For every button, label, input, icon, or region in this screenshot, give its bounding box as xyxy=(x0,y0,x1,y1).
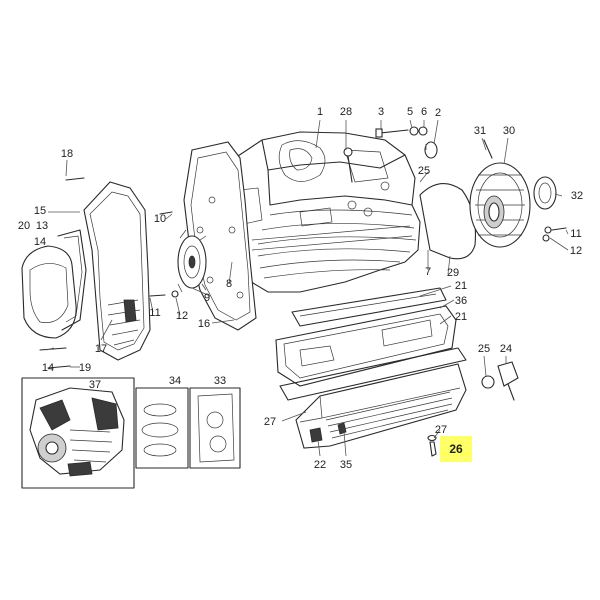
gasket-set xyxy=(189,387,241,469)
part-label-29: 29 xyxy=(446,267,460,279)
part-label-13: 13 xyxy=(35,220,49,232)
part-label-11-left: 11 xyxy=(149,307,161,319)
oil-sump-gasket-upper xyxy=(291,287,447,327)
part-label-8: 8 xyxy=(225,278,233,290)
part-label-35: 35 xyxy=(339,459,353,471)
bolt-hardware xyxy=(39,126,567,369)
part-label-28: 28 xyxy=(339,106,353,118)
part-label-7: 7 xyxy=(424,266,432,278)
part-label-17: 17 xyxy=(94,343,108,355)
part-label-21-lower: 21 xyxy=(454,311,468,323)
part-label-12-left: 12 xyxy=(175,310,189,322)
engine-inset xyxy=(21,377,135,489)
part-label-5: 5 xyxy=(406,106,414,118)
pressure-switch xyxy=(481,361,519,401)
leader-lines xyxy=(45,119,569,457)
part-label-3: 3 xyxy=(377,106,385,118)
part-label-27-left: 27 xyxy=(263,416,277,428)
part-label-32: 32 xyxy=(570,190,584,202)
part-label-14-bottom: 14 xyxy=(41,362,55,374)
part-label-26: 26 xyxy=(449,442,463,456)
cylinder-fins xyxy=(251,225,413,251)
timing-case xyxy=(83,181,151,361)
oil-sump-gasket-lower xyxy=(279,347,467,401)
part-label-2: 2 xyxy=(434,107,442,119)
part-label-11-right: 11 xyxy=(570,228,582,240)
part-label-9: 9 xyxy=(203,292,211,304)
part-label-36: 36 xyxy=(454,295,468,307)
crankcase xyxy=(225,131,421,293)
oil-sump xyxy=(295,363,467,449)
part-label-18: 18 xyxy=(60,148,74,160)
part-label-27-right: 27 xyxy=(434,424,448,436)
generator-cover xyxy=(21,229,87,339)
part-label-34: 34 xyxy=(168,375,182,387)
part-label-21-upper: 21 xyxy=(454,280,468,292)
drain-plug xyxy=(427,434,437,457)
part-label-12-right: 12 xyxy=(569,245,583,257)
sump-spacer xyxy=(275,305,457,387)
part-label-37: 37 xyxy=(88,379,102,391)
part-label-22: 22 xyxy=(313,459,327,471)
part-label-31: 31 xyxy=(473,125,487,137)
rear-cover xyxy=(469,162,531,248)
gasket-kit xyxy=(135,387,189,469)
part-label-19: 19 xyxy=(78,362,92,374)
part-label-24: 24 xyxy=(499,343,513,355)
seal-ring xyxy=(533,176,557,210)
part-label-14-top: 14 xyxy=(33,236,47,248)
part-label-6: 6 xyxy=(420,106,428,118)
part-label-16: 16 xyxy=(197,318,211,330)
part-label-30: 30 xyxy=(502,125,516,137)
part-label-15: 15 xyxy=(33,205,47,217)
part-label-10: 10 xyxy=(153,213,167,225)
part-label-1: 1 xyxy=(316,106,324,118)
part-label-33: 33 xyxy=(213,375,227,387)
highlighted-part-callout[interactable]: 26 xyxy=(440,436,472,462)
rear-gasket xyxy=(419,183,477,260)
timing-gear xyxy=(177,229,207,293)
part-label-25-top: 25 xyxy=(417,165,431,177)
part-label-25-right: 25 xyxy=(477,343,491,355)
part-label-20: 20 xyxy=(17,220,31,232)
